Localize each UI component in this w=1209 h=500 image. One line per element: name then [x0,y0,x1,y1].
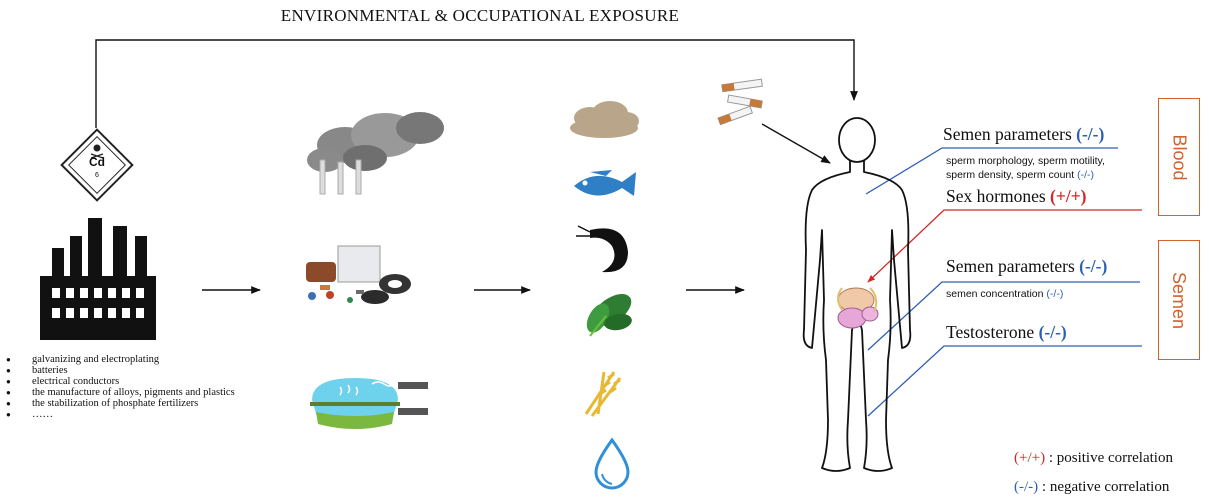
shrimp-icon [576,226,628,272]
smoking-arrow [762,124,830,163]
reproductive-organ-icon [838,288,878,328]
detail-text: semen concentration [946,288,1043,300]
factory-icon [40,218,156,340]
blood-sample-box: Blood [1158,98,1200,216]
semen-box-label: Semen [1169,271,1190,328]
list-item: …… [6,409,236,420]
water-drop-icon [596,440,628,488]
detail-line-2: sperm density, sperm count (-/-) [946,168,1105,182]
legend-negative-symbol: (-/-) [1014,479,1038,495]
hazard-class-number: 6 [90,172,104,179]
detail-text: sperm density, sperm count [946,169,1074,181]
positive-correlation-tag: (+/+) [1050,186,1086,206]
testosterone-label: Testosterone (-/-) [946,322,1067,343]
fish-icon [574,170,636,196]
list-item: galvanizing and electroplating [6,354,236,365]
dust-cloud-icon [570,101,639,138]
wheat-icon [586,372,620,416]
negative-correlation-tag: (-/-) [1077,169,1094,181]
cadmium-symbol: Cd [83,155,111,169]
sex-hormones-label: Sex hormones (+/+) [946,186,1087,207]
spinach-icon [582,288,637,337]
outcome-label: Semen parameters [943,124,1072,144]
outcome-label: Testosterone [946,322,1034,342]
detail-line: sperm morphology, sperm motility, [946,154,1105,168]
semen-semen-parameters-label: Semen parameters (-/-) [946,256,1107,277]
list-item: electrical conductors [6,376,236,387]
legend-positive: (+/+) : positive correlation [1014,450,1173,467]
negative-correlation-tag: (-/-) [1076,124,1104,144]
legend-positive-text: : positive correlation [1049,450,1173,466]
blood-box-label: Blood [1169,134,1190,180]
list-item: the manufacture of alloys, pigments and … [6,387,236,398]
smokestack-icon [307,112,444,194]
list-item: the stabilization of phosphate fertilize… [6,398,236,409]
legend-negative: (-/-) : negative correlation [1014,479,1169,496]
cadmium-sources-list: galvanizing and electroplating batteries… [6,354,236,420]
outcome-label: Semen parameters [946,256,1075,276]
cigarettes-icon [718,79,762,124]
semen-sample-box: Semen [1158,240,1200,360]
blood-semen-parameters-label: Semen parameters (-/-) [943,124,1104,145]
semen-semen-details: semen concentration (-/-) [946,287,1063,301]
outcome-label: Sex hormones [946,186,1046,206]
list-item: batteries [6,365,236,376]
legend-positive-symbol: (+/+) [1014,450,1045,466]
negative-correlation-tag: (-/-) [1046,288,1063,300]
waste-icon [306,246,411,304]
callout-line-testosterone [868,346,1142,416]
polluted-water-icon [310,378,428,429]
legend-negative-text: : negative correlation [1042,479,1169,495]
negative-correlation-tag: (-/-) [1039,322,1067,342]
blood-semen-details: sperm morphology, sperm motility, sperm … [946,154,1105,182]
negative-correlation-tag: (-/-) [1079,256,1107,276]
